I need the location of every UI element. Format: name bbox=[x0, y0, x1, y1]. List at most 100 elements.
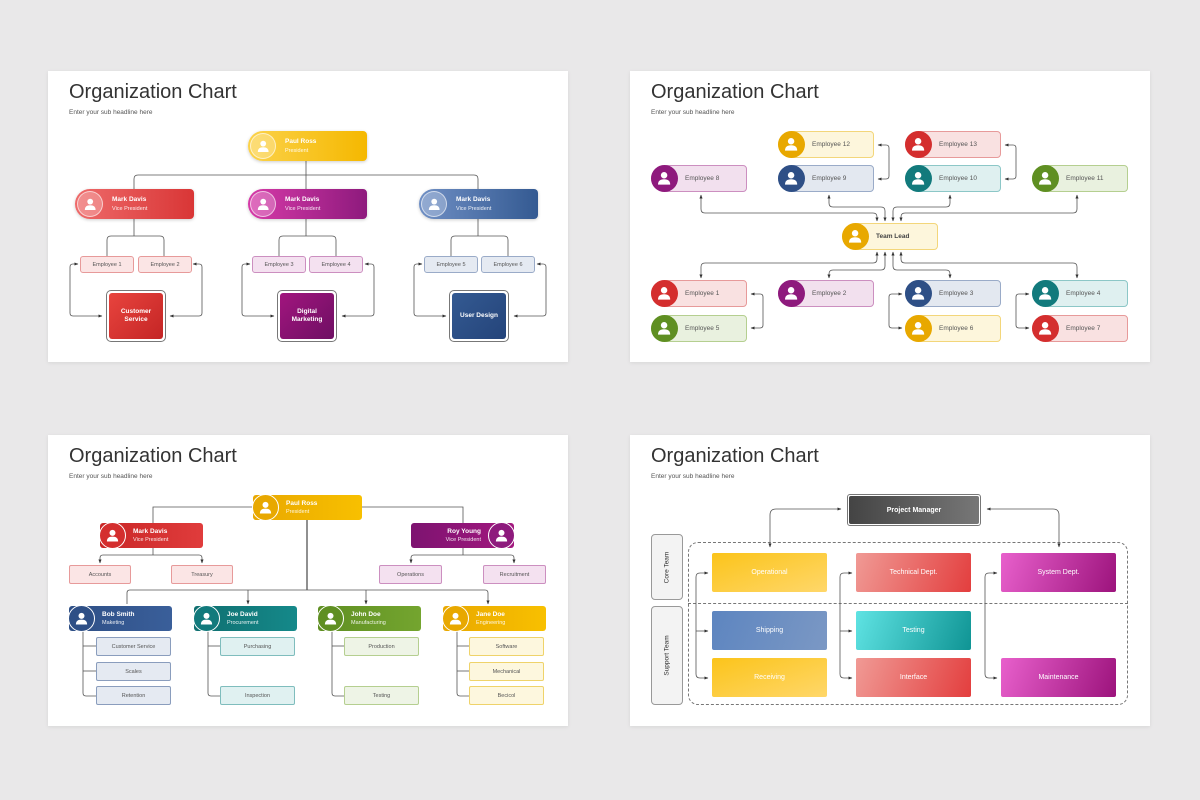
employee-node[interactable]: Employee 13 bbox=[905, 131, 1001, 158]
employee-node[interactable]: Employee 2 bbox=[778, 280, 874, 307]
unit-shipping[interactable]: Shipping bbox=[712, 611, 827, 650]
person-icon bbox=[778, 131, 805, 158]
manager-node[interactable]: Joe David Procurement bbox=[193, 605, 297, 632]
team-lead-name: Team Lead bbox=[876, 233, 910, 240]
employee-node[interactable]: Employee 4 bbox=[1032, 280, 1128, 307]
employee-node[interactable]: Employee 11 bbox=[1032, 165, 1128, 192]
slide-title: Organization Chart bbox=[69, 81, 237, 103]
unit-box[interactable]: Customer Service bbox=[96, 637, 171, 656]
slide-subtitle: Enter your sub headline here bbox=[651, 109, 735, 116]
person-name: Mark Davis bbox=[112, 196, 147, 203]
employee-node[interactable]: Employee 9 bbox=[778, 165, 874, 192]
president-node[interactable]: Paul Ross President bbox=[248, 131, 367, 161]
vp-node[interactable]: Roy Young Vice President bbox=[411, 522, 515, 549]
person-icon bbox=[1032, 315, 1059, 342]
person-icon bbox=[99, 522, 126, 549]
unit-box[interactable]: Testing bbox=[344, 686, 419, 705]
unit-box[interactable]: Retention bbox=[96, 686, 171, 705]
person-name: Bob Smith bbox=[102, 611, 135, 618]
employee-node[interactable]: Employee 7 bbox=[1032, 315, 1128, 342]
employee-box[interactable]: Employee 3 bbox=[252, 256, 306, 273]
unit-technical-dept[interactable]: Technical Dept. bbox=[856, 553, 971, 592]
slide-title: Organization Chart bbox=[69, 445, 237, 467]
project-manager-node[interactable]: Project Manager bbox=[847, 494, 981, 526]
employee-name: Employee 4 bbox=[1066, 290, 1101, 297]
employee-node[interactable]: Employee 3 bbox=[905, 280, 1001, 307]
unit-maintenance[interactable]: Maintenance bbox=[1001, 658, 1116, 697]
person-name: Paul Ross bbox=[285, 138, 317, 145]
unit-box[interactable]: Treasury bbox=[171, 565, 233, 584]
department-label: Digital Marketing bbox=[280, 293, 334, 339]
employee-name: Employee 1 bbox=[685, 290, 720, 297]
unit-system-dept[interactable]: System Dept. bbox=[1001, 553, 1116, 592]
person-role: President bbox=[286, 509, 310, 515]
slide-org-chart-3[interactable]: Organization Chart Enter your sub headli… bbox=[48, 435, 568, 726]
department-label: User Design bbox=[452, 293, 506, 339]
employee-node[interactable]: Employee 10 bbox=[905, 165, 1001, 192]
slide-subtitle: Enter your sub headline here bbox=[69, 473, 153, 480]
employee-box[interactable]: Employee 4 bbox=[309, 256, 363, 273]
manager-node[interactable]: John Doe Manufacturing bbox=[317, 605, 421, 632]
person-icon bbox=[651, 165, 678, 192]
person-role: Vice President bbox=[285, 206, 321, 212]
team-lead-node[interactable]: Team Lead bbox=[842, 223, 938, 250]
person-icon bbox=[421, 191, 447, 217]
unit-testing[interactable]: Testing bbox=[856, 611, 971, 650]
president-node[interactable]: Paul Ross President bbox=[252, 494, 362, 521]
employee-box[interactable]: Employee 6 bbox=[481, 256, 535, 273]
unit-box[interactable]: Accounts bbox=[69, 565, 131, 584]
support-team-label: Support Team bbox=[651, 606, 683, 705]
unit-box[interactable]: Mechanical bbox=[469, 662, 544, 681]
person-icon bbox=[1032, 165, 1059, 192]
slide-org-chart-4[interactable]: Organization Chart Enter your sub headli… bbox=[630, 435, 1150, 726]
unit-operational[interactable]: Operational bbox=[712, 553, 827, 592]
employee-box[interactable]: Employee 2 bbox=[138, 256, 192, 273]
vp-node[interactable]: Mark Davis Vice President bbox=[99, 522, 203, 549]
employee-node[interactable]: Employee 1 bbox=[651, 280, 747, 307]
employee-node[interactable]: Employee 8 bbox=[651, 165, 747, 192]
employee-box[interactable]: Employee 1 bbox=[80, 256, 134, 273]
vp-node[interactable]: Mark Davis Vice President bbox=[75, 189, 194, 219]
person-icon bbox=[1032, 280, 1059, 307]
unit-box[interactable]: Recruitment bbox=[483, 565, 546, 584]
slide-org-chart-1[interactable]: Organization Chart Enter your sub headli… bbox=[48, 71, 568, 362]
unit-box[interactable]: Becicol bbox=[469, 686, 544, 705]
unit-box[interactable]: Operations bbox=[379, 565, 442, 584]
slide-subtitle: Enter your sub headline here bbox=[69, 109, 153, 116]
employee-name: Employee 11 bbox=[1066, 175, 1104, 182]
connector-lines bbox=[69, 161, 547, 318]
unit-box[interactable]: Production bbox=[344, 637, 419, 656]
slide-org-chart-2[interactable]: Organization Chart Enter your sub headli… bbox=[630, 71, 1150, 362]
employee-node[interactable]: Employee 5 bbox=[651, 315, 747, 342]
employee-node[interactable]: Employee 6 bbox=[905, 315, 1001, 342]
unit-box[interactable]: Software bbox=[469, 637, 544, 656]
employee-box[interactable]: Employee 5 bbox=[424, 256, 478, 273]
unit-box[interactable]: Scales bbox=[96, 662, 171, 681]
employee-name: Employee 9 bbox=[812, 175, 847, 182]
vp-node[interactable]: Mark Davis Vice President bbox=[248, 189, 367, 219]
person-name: Jane Doe bbox=[476, 611, 505, 618]
person-icon bbox=[68, 605, 95, 632]
unit-receiving[interactable]: Receiving bbox=[712, 658, 827, 697]
employee-node[interactable]: Employee 12 bbox=[778, 131, 874, 158]
employee-name: Employee 12 bbox=[812, 141, 850, 148]
department-box[interactable]: Digital Marketing bbox=[277, 290, 337, 342]
person-role: Maketing bbox=[102, 620, 125, 626]
unit-box[interactable]: Inspection bbox=[220, 686, 295, 705]
unit-box[interactable]: Purchasing bbox=[220, 637, 295, 656]
person-icon bbox=[317, 605, 344, 632]
employee-name: Employee 6 bbox=[939, 325, 974, 332]
person-name: Mark Davis bbox=[285, 196, 320, 203]
department-label: Customer Service bbox=[109, 293, 163, 339]
person-icon bbox=[905, 315, 932, 342]
employee-name: Employee 3 bbox=[939, 290, 974, 297]
department-box[interactable]: User Design bbox=[449, 290, 509, 342]
vp-node[interactable]: Mark Davis Vice President bbox=[419, 189, 538, 219]
person-icon bbox=[842, 223, 869, 250]
manager-node[interactable]: Jane Doe Engineering bbox=[442, 605, 546, 632]
manager-node[interactable]: Bob Smith Maketing bbox=[68, 605, 172, 632]
person-name: Paul Ross bbox=[286, 500, 318, 507]
unit-interface[interactable]: Interface bbox=[856, 658, 971, 697]
person-icon bbox=[778, 280, 805, 307]
department-box[interactable]: Customer Service bbox=[106, 290, 166, 342]
